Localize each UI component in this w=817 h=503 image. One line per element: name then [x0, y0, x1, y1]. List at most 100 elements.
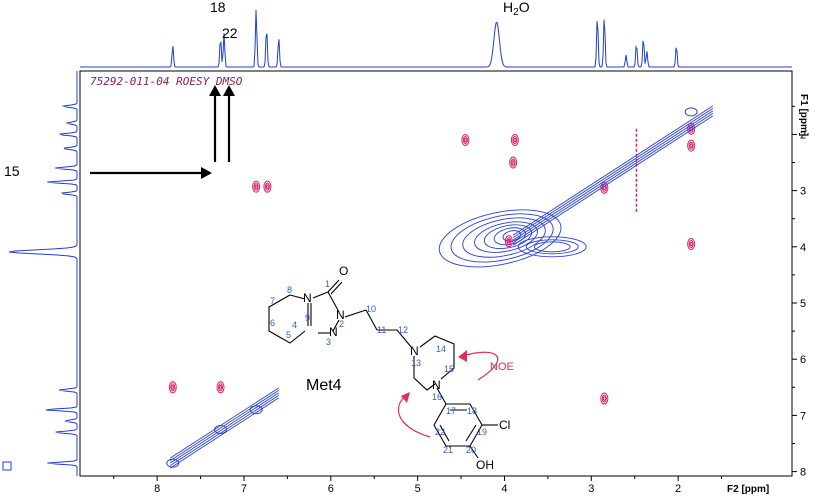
bond-20-oh [469, 445, 479, 459]
noe-crosspeak-18 [253, 182, 259, 191]
crosspeak [462, 136, 468, 145]
crosspeak [509, 156, 518, 169]
contour-layer [166, 107, 698, 468]
atom-number-20: 20 [466, 445, 476, 455]
crosspeak [218, 383, 224, 392]
crosspeak [219, 385, 223, 390]
bond-n2-10 [344, 309, 367, 318]
diagonal-peak [684, 107, 698, 117]
atom-number-14: 14 [436, 344, 446, 354]
crosspeak [216, 381, 225, 394]
crosspeak [510, 158, 516, 167]
noe-crosspeak-22 [263, 180, 272, 193]
crosspeak [688, 239, 694, 248]
atom-o: O [339, 264, 348, 278]
atom-number-21: 21 [443, 445, 453, 455]
crosspeak [512, 136, 518, 145]
noe-crosspeak-22 [265, 184, 269, 189]
atom-n2: N [336, 308, 345, 322]
bond-c-o-a [327, 279, 340, 293]
y-axis-label: F1 [ppm] [798, 94, 809, 136]
y-tick-label-8: 8 [800, 467, 806, 479]
crosspeak [687, 237, 696, 250]
atom-number-2: 2 [339, 319, 344, 329]
crosspeak [170, 383, 176, 392]
water-contour [502, 230, 522, 242]
y-tick-label-5: 5 [800, 298, 806, 310]
y-tick-label-6: 6 [800, 354, 806, 366]
water-tail-contour [525, 239, 579, 255]
atom-number-22: 22 [435, 427, 445, 437]
crosspeak [504, 235, 513, 248]
bond-n16-17 [436, 387, 447, 405]
atom-number-1: 1 [325, 279, 330, 289]
x-tick-label-7: 7 [241, 483, 247, 495]
noe-arrows [90, 85, 235, 179]
bond-10-11 [365, 309, 378, 331]
molecule-name: Met4 [306, 377, 342, 394]
atom-number-10: 10 [366, 304, 376, 314]
atom-number-8: 8 [287, 285, 292, 295]
left-projection-spectrum [9, 71, 78, 476]
water-tail-contour [517, 236, 587, 258]
x-tick-label-5: 5 [415, 483, 421, 495]
atom-number-18: 18 [467, 406, 477, 416]
arrow-head-up-18 [209, 85, 221, 96]
atom-cl: Cl [499, 418, 510, 432]
x-tick-label-2: 2 [675, 483, 681, 495]
crosspeak [600, 181, 609, 194]
atom-n16: N [432, 378, 441, 392]
water-tail-contour [533, 241, 571, 253]
x-tick-label-6: 6 [328, 483, 334, 495]
top-peak-label-22: 22 [222, 25, 238, 41]
crosspeak [463, 137, 467, 143]
diagonal-contour-aromatic [169, 390, 279, 462]
crosspeak [507, 238, 511, 244]
atom-n-bridge: N [303, 291, 312, 305]
diagonal-contour-aromatic [169, 397, 279, 469]
y-tick-label-4: 4 [800, 242, 806, 254]
crosspeak [461, 134, 470, 147]
atom-n3: N [329, 325, 338, 339]
bond-n-1 [312, 291, 329, 299]
crosspeak [688, 141, 694, 150]
crosspeak [687, 139, 696, 152]
atom-n13: N [410, 344, 419, 358]
atom-number-12: 12 [398, 325, 408, 335]
atom-numbers: 1 2 3 4 5 6 7 8 9 10 11 12 13 14 15 16 1… [270, 279, 487, 455]
phenyl-dbl-3 [439, 424, 450, 442]
top-projection-spectrum [80, 9, 792, 68]
atom-oh: OH [476, 458, 494, 472]
water-contour [450, 213, 554, 263]
left-peak-label-15: 15 [4, 163, 20, 179]
crosspeak [687, 122, 696, 135]
water-contour [483, 224, 532, 250]
noe-crosspeak-18 [254, 184, 258, 189]
atom-number-3: 3 [326, 337, 331, 347]
atom-number-11: 11 [377, 325, 386, 335]
water-contour [462, 217, 546, 258]
x-tick-label-3: 3 [588, 483, 594, 495]
y-tick-label-2: 2 [800, 129, 806, 141]
noe-curved-arrows [397, 350, 499, 438]
crosspeak [602, 396, 606, 401]
noe-crosspeak-22 [264, 182, 270, 191]
diagonal-contour-aliphatic [512, 108, 714, 239]
atom-number-19: 19 [477, 427, 487, 437]
atom-number-13: 13 [411, 358, 421, 368]
crosspeak [689, 143, 693, 148]
noe-arrow-head-left [401, 392, 410, 403]
atom-number-6: 6 [270, 318, 275, 328]
noe-arrow-head-15 [458, 350, 467, 362]
experiment-label: 75292-011-04 ROESY DMSO [90, 75, 243, 88]
diagonal-peak [214, 424, 228, 434]
atom-number-4: 4 [292, 320, 297, 330]
arrow-head-up-22 [223, 85, 235, 96]
crosspeak [506, 237, 512, 246]
crosspeak [601, 394, 607, 403]
atom-number-7: 7 [270, 296, 275, 306]
diagonal-contour-aliphatic [512, 115, 714, 246]
atom-number-5: 5 [286, 330, 291, 340]
diagonal-contour-aliphatic [512, 113, 714, 244]
